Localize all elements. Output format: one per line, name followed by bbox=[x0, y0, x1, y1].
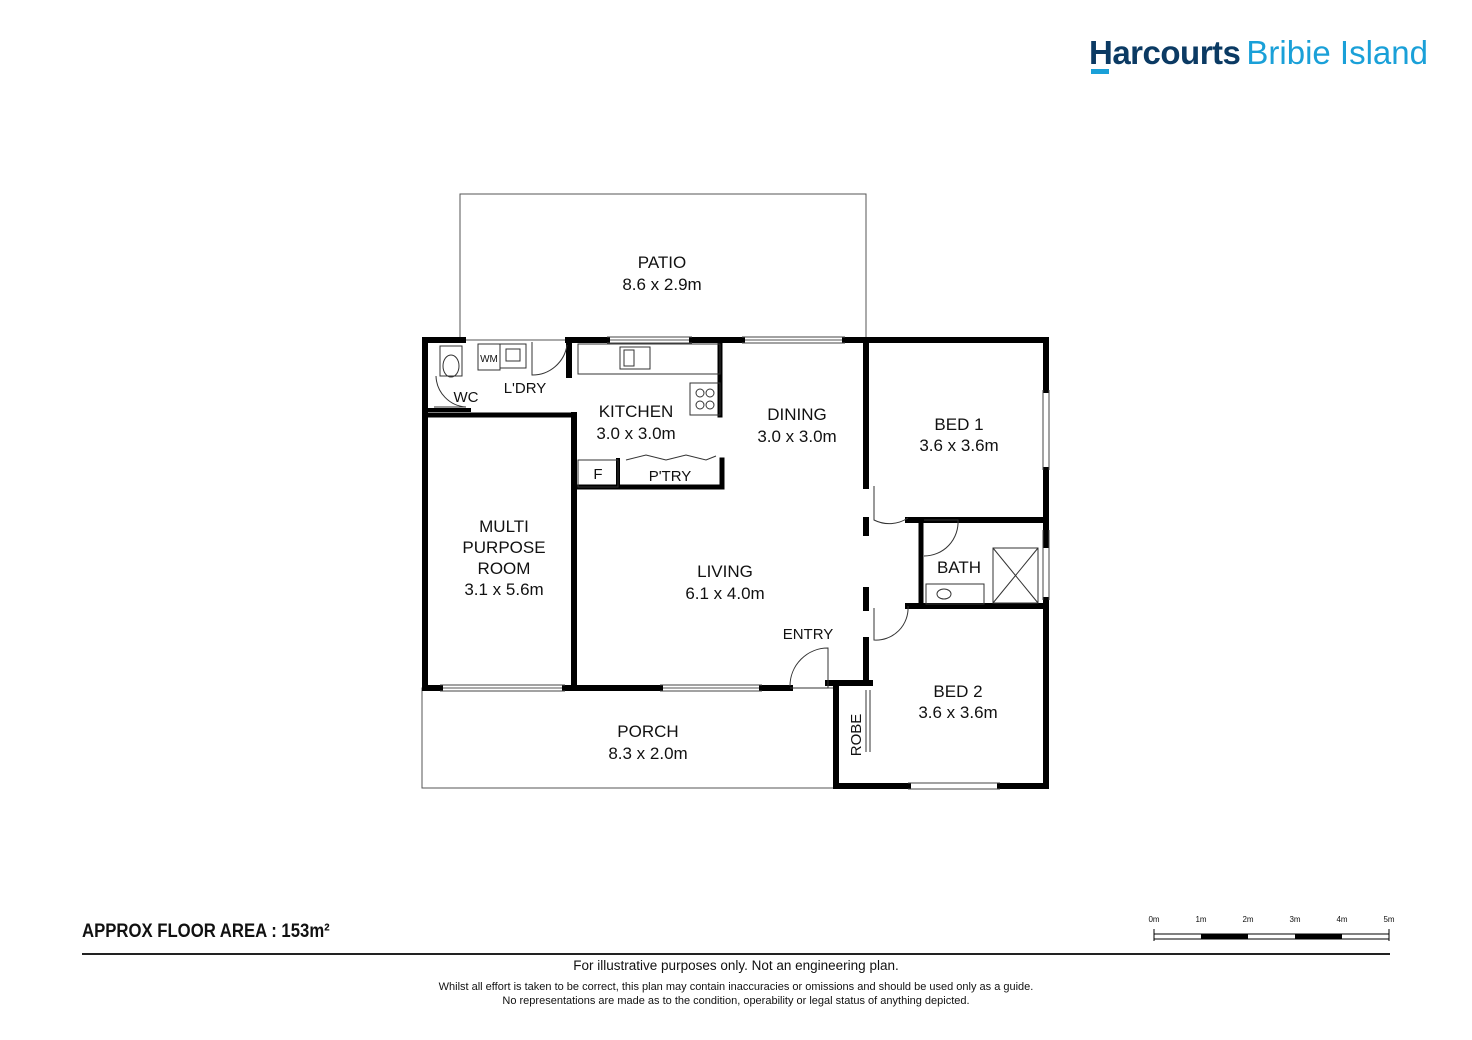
floor-area-label: APPROX FLOOR AREA bbox=[82, 921, 267, 942]
brand-name: Harcourts bbox=[1089, 34, 1241, 71]
kitchen-size: 3.0 x 3.0m bbox=[596, 424, 675, 443]
floor-area: APPROX FLOOR AREA : 153m² bbox=[82, 921, 330, 943]
scale-tick-5: 5m bbox=[1383, 915, 1395, 924]
doors bbox=[434, 342, 959, 752]
scale-tick-0: 0m bbox=[1148, 915, 1160, 924]
disclaimer-line2: Whilst all effort is taken to be correct… bbox=[438, 981, 1034, 993]
living-name: LIVING bbox=[697, 562, 753, 581]
scale-bar bbox=[1153, 929, 1390, 941]
fixtures bbox=[439, 343, 1039, 605]
windows bbox=[440, 336, 1050, 790]
pantry-label: P'TRY bbox=[649, 468, 692, 485]
bed1-name: BED 1 bbox=[934, 415, 983, 434]
wc-label: WC bbox=[454, 389, 479, 406]
brand-location: Bribie Island bbox=[1246, 34, 1428, 71]
scale-tick-1: 1m bbox=[1195, 915, 1207, 924]
entry-label: ENTRY bbox=[783, 626, 834, 643]
footer-divider bbox=[82, 953, 1390, 955]
scale-tick-3: 3m bbox=[1289, 915, 1301, 924]
patio-outline bbox=[459, 193, 867, 341]
brand-underline bbox=[1091, 69, 1109, 74]
bath-label: BATH bbox=[937, 558, 981, 577]
kitchen-name: KITCHEN bbox=[599, 402, 674, 421]
bed2-name: BED 2 bbox=[933, 682, 982, 701]
living-size: 6.1 x 4.0m bbox=[685, 584, 764, 603]
wm-label: WM bbox=[480, 354, 498, 365]
scale-tick-4: 4m bbox=[1336, 915, 1348, 924]
bed2-size: 3.6 x 3.6m bbox=[918, 703, 997, 722]
floor-area-value: 153m² bbox=[281, 921, 330, 942]
floor-area-separator: : bbox=[271, 921, 277, 942]
patio-name: PATIO bbox=[638, 253, 687, 272]
multi-name-line1: MULTI bbox=[479, 517, 529, 536]
robe-label: ROBE bbox=[848, 714, 865, 757]
walls bbox=[422, 337, 1049, 789]
bed1-size: 3.6 x 3.6m bbox=[919, 436, 998, 455]
disclaimer-line3: No representations are made as to the co… bbox=[502, 995, 970, 1007]
multi-name-line3: ROOM bbox=[478, 559, 531, 578]
fridge-label: F bbox=[593, 466, 602, 483]
multi-name-line2: PURPOSE bbox=[462, 538, 545, 557]
disclaimer-block: Whilst all effort is taken to be correct… bbox=[0, 980, 1472, 1008]
multi-size: 3.1 x 5.6m bbox=[464, 580, 543, 599]
laundry-label: L'DRY bbox=[504, 380, 547, 397]
scale-tick-2: 2m bbox=[1242, 915, 1254, 924]
dining-size: 3.0 x 3.0m bbox=[757, 427, 836, 446]
dining-name: DINING bbox=[767, 405, 827, 424]
porch-name: PORCH bbox=[617, 722, 678, 741]
porch-size: 8.3 x 2.0m bbox=[608, 744, 687, 763]
disclaimer-line1: For illustrative purposes only. Not an e… bbox=[573, 958, 899, 973]
patio-size: 8.6 x 2.9m bbox=[622, 275, 701, 294]
